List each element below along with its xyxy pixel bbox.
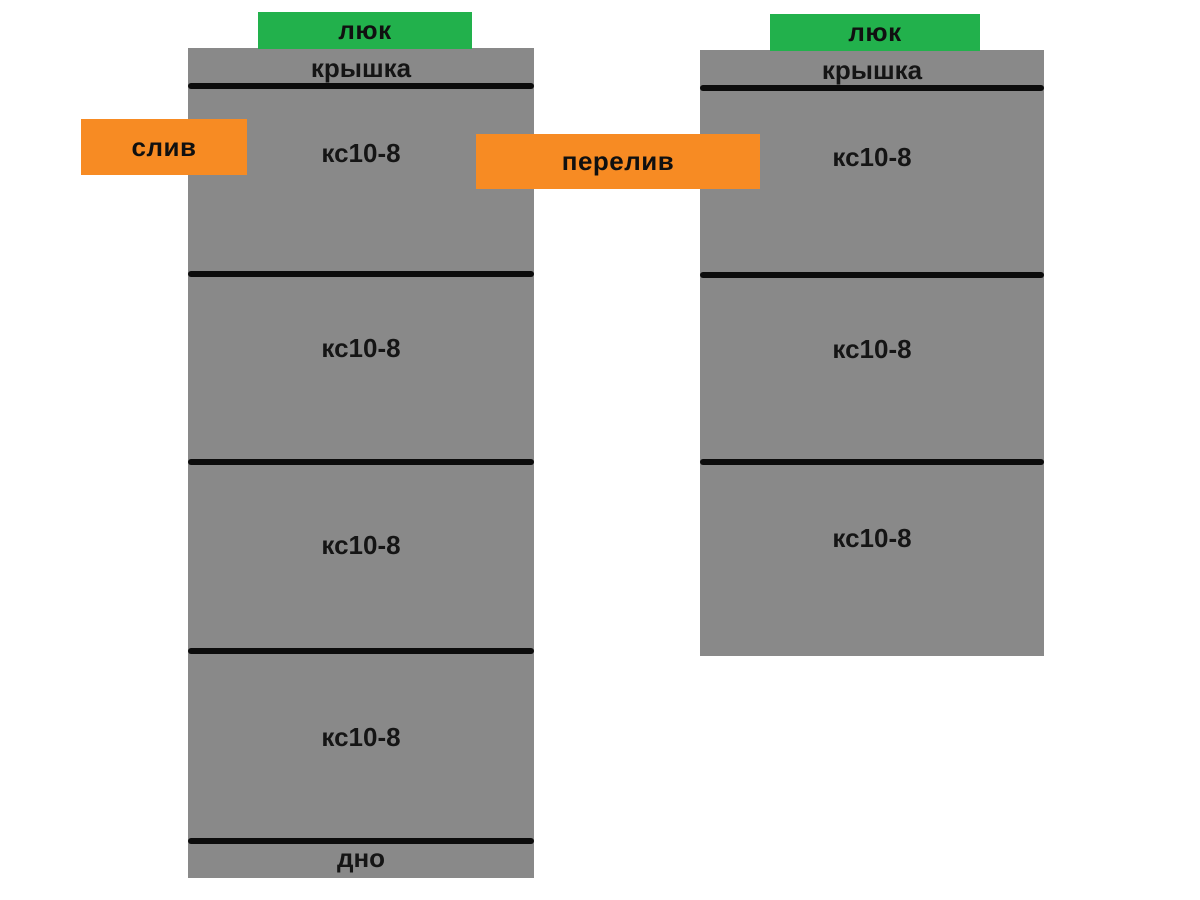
right-well-joint-cap bbox=[700, 85, 1044, 91]
left-well-joint-base bbox=[188, 838, 534, 844]
right-well-joint-1 bbox=[700, 272, 1044, 278]
drain-pipe-label: слив bbox=[131, 131, 197, 162]
left-well-joint-cap bbox=[188, 83, 534, 89]
right-well-hatch-label: люк bbox=[848, 17, 902, 47]
left-well-joint-2 bbox=[188, 459, 534, 465]
right-well-hatch: люк bbox=[770, 14, 980, 51]
left-well-joint-1 bbox=[188, 271, 534, 277]
overflow-pipe-label: перелив bbox=[561, 146, 675, 176]
overflow-pipe-callout: перелив bbox=[476, 134, 760, 189]
drain-pipe-callout: слив bbox=[81, 119, 247, 175]
left-well-hatch-label: люк bbox=[338, 15, 392, 45]
right-well-joint-2 bbox=[700, 459, 1044, 465]
left-well-joint-3 bbox=[188, 648, 534, 654]
left-well-hatch: люк bbox=[258, 12, 472, 49]
